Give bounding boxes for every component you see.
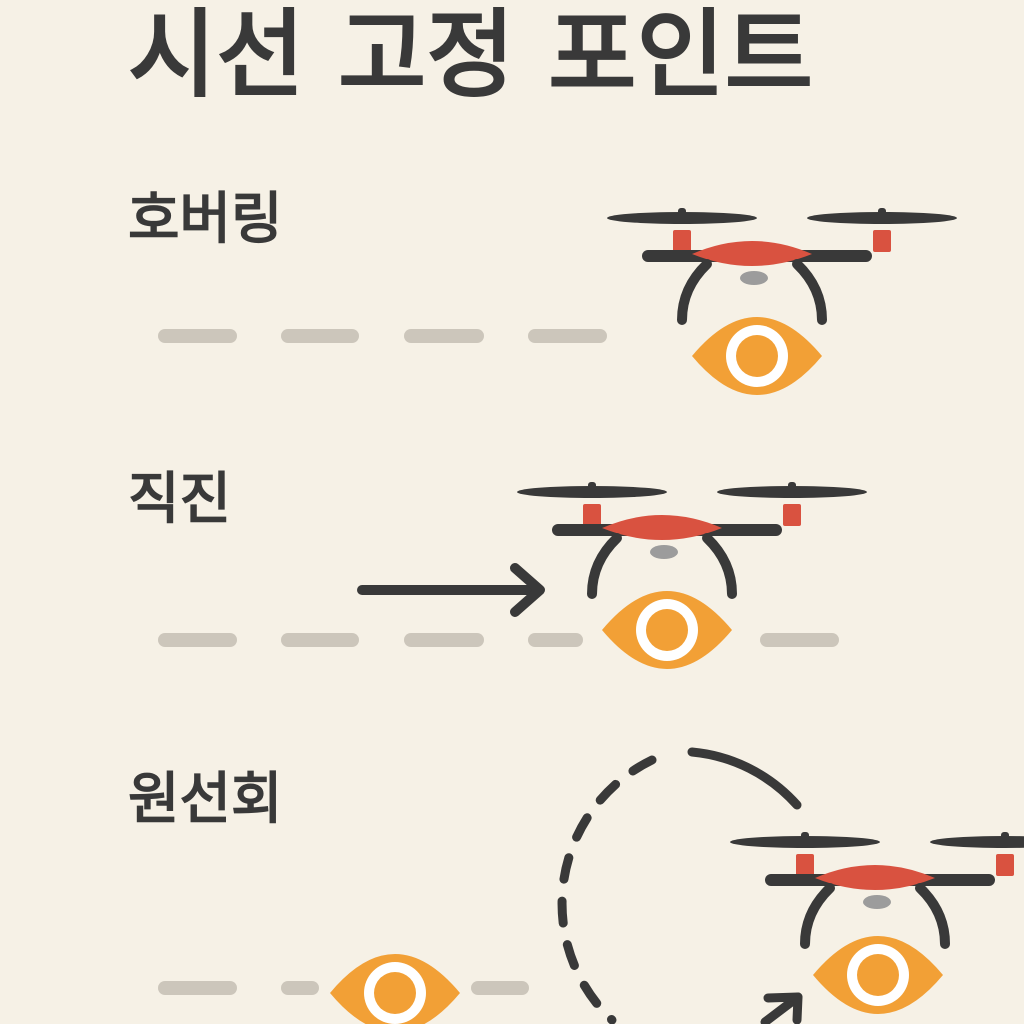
drone-icon <box>607 208 957 320</box>
circular-path-icon <box>557 747 803 1024</box>
eye-icon <box>330 954 460 1024</box>
page-title: 시선 고정 포인트 <box>128 0 813 111</box>
eye-icon <box>692 317 822 395</box>
drone-icon <box>517 482 867 594</box>
section-label-hovering: 호버링 <box>128 187 283 252</box>
arrow-right-icon <box>357 563 545 617</box>
eye-icon <box>813 936 943 1014</box>
drone-icon <box>730 832 1024 944</box>
eye-icon <box>602 591 732 669</box>
section-label-straight: 직진 <box>128 467 231 532</box>
section-label-circling: 원선회 <box>128 767 283 832</box>
